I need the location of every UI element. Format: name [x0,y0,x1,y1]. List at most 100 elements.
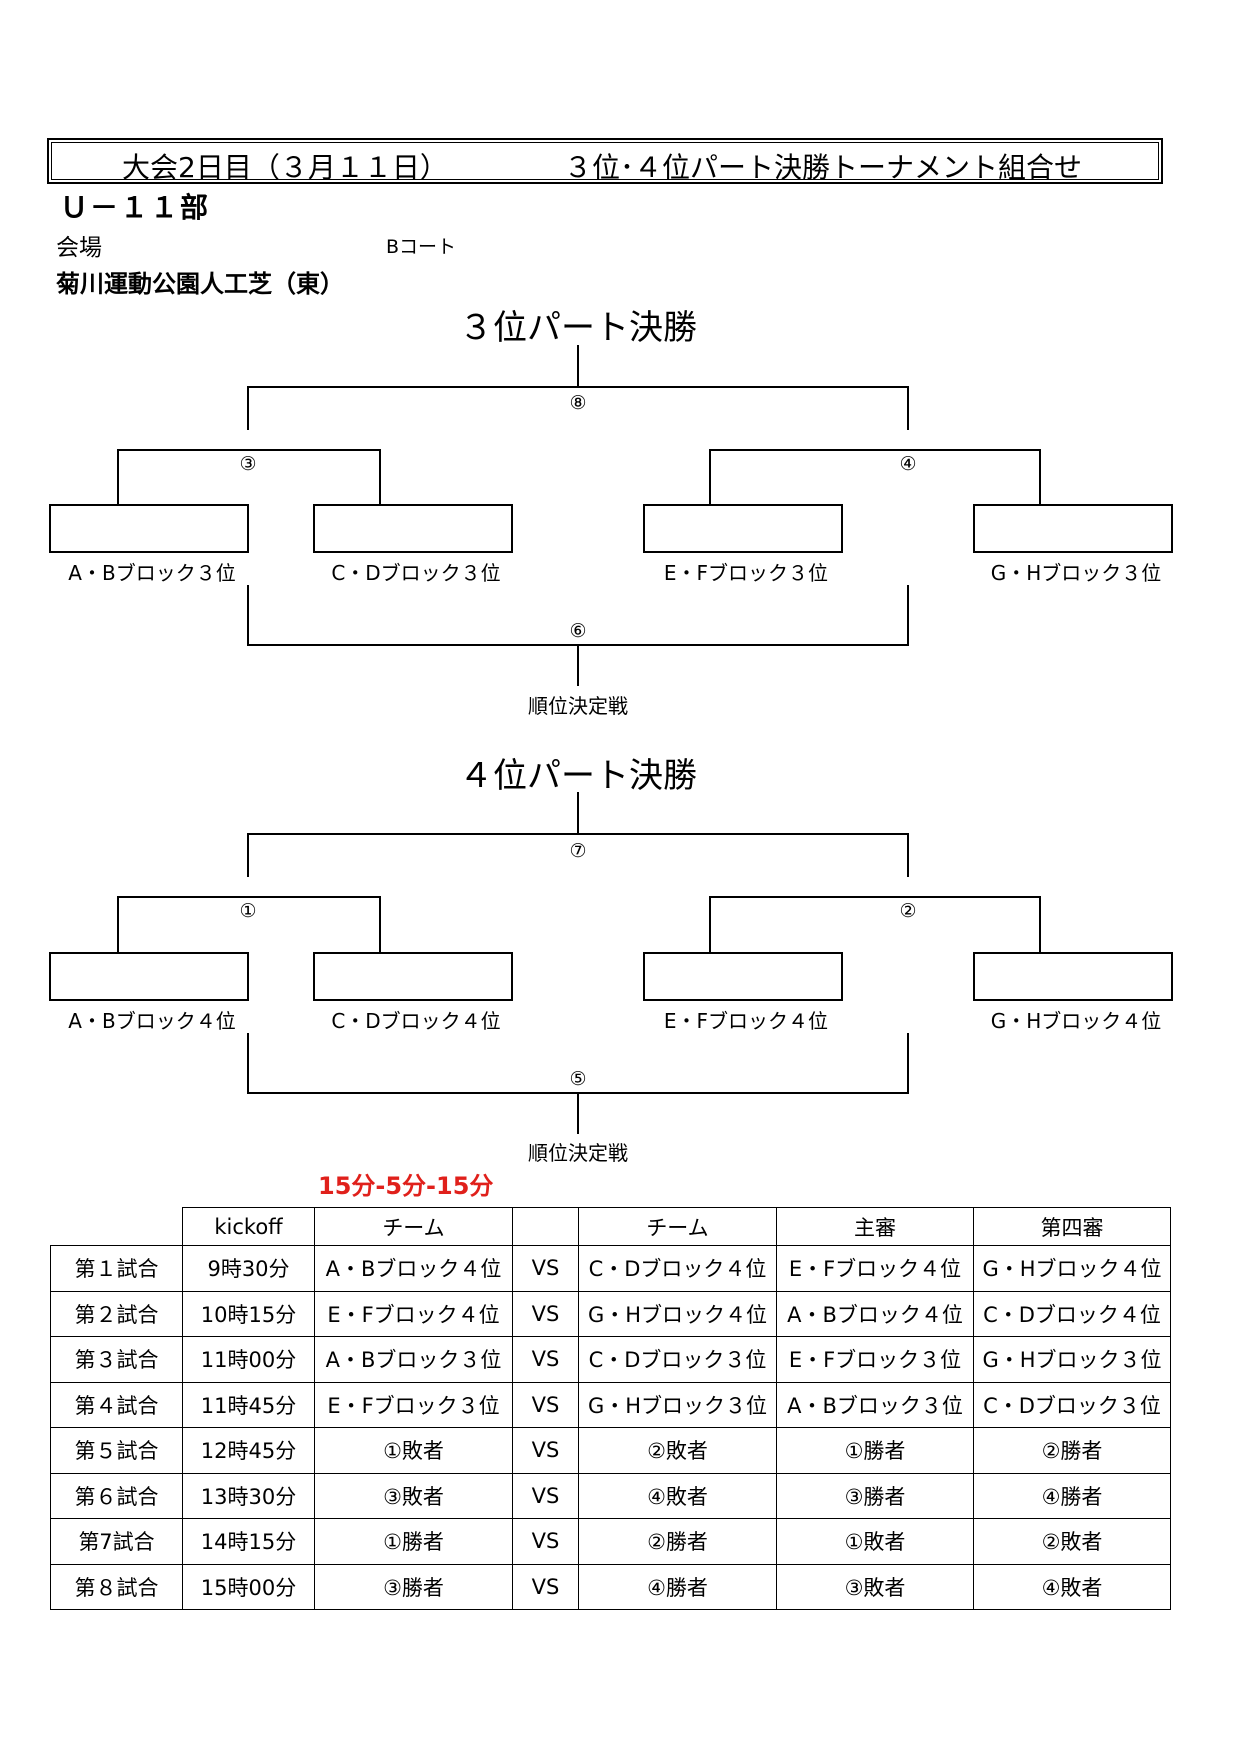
fourth-official-team-cell: ②敗者 [973,1518,1171,1565]
header-cell: チーム [578,1207,777,1246]
placement-match-label: 順位決定戦 [528,694,628,718]
match-label-cell: 第６試合 [50,1472,183,1519]
team-box [313,952,513,1001]
vs-label-cell: VS [512,1472,579,1519]
header-cell: 主審 [776,1207,974,1246]
referee-team-cell: A・Bブロック４位 [776,1290,974,1337]
vs-label-cell: VS [512,1518,579,1565]
referee-team-cell: ①敗者 [776,1518,974,1565]
kickoff-time-cell: 15時00分 [182,1563,315,1610]
team-box [49,952,249,1001]
team-label: E・Fブロック３位 [663,561,829,585]
team-box [313,504,513,553]
fourth-official-team-cell: G・Hブロック３位 [973,1336,1171,1383]
match-label-cell: 第7試合 [50,1518,183,1565]
vs-label-cell: VS [512,1290,579,1337]
bracket-3-lines [49,345,1173,686]
away-team-cell: C・Dブロック３位 [578,1336,777,1383]
bracket-4-lines [49,792,1173,1134]
kickoff-time-cell: 12時45分 [182,1427,315,1474]
referee-team-cell: E・Fブロック３位 [776,1336,974,1383]
team-box [973,952,1173,1001]
vs-label-cell: VS [512,1563,579,1610]
referee-team-cell: A・Bブロック３位 [776,1381,974,1428]
away-team-cell: ④敗者 [578,1472,777,1519]
referee-team-cell: ③勝者 [776,1472,974,1519]
match-label-cell: 第８試合 [50,1563,183,1610]
title-heading: ３位･４位パート決勝トーナメント組合せ [564,151,1083,184]
team-label: A・Bブロック３位 [68,561,236,585]
table-header-row: kickoff チーム チーム 主審 第四審 [50,1207,1171,1246]
team-label: G・Hブロック４位 [990,1009,1162,1033]
away-team-cell: G・Hブロック４位 [578,1290,777,1337]
bracket-3-title: ３位パート決勝 [459,308,697,348]
match-number: ⑤ [558,1068,598,1090]
match-label-cell: 第５試合 [50,1427,183,1474]
header-cell: kickoff [182,1207,315,1246]
team-label: E・Fブロック４位 [663,1009,829,1033]
home-team-cell: A・Bブロック４位 [314,1245,513,1292]
header-cell [512,1207,579,1246]
home-team-cell: ③勝者 [314,1563,513,1610]
kickoff-time-cell: 9時30分 [182,1245,315,1292]
match-label-cell: 第２試合 [50,1290,183,1337]
title-inner-border: 大会2日目（３月１１日） ３位･４位パート決勝トーナメント組合せ [51,142,1159,184]
away-team-cell: ④勝者 [578,1563,777,1610]
home-team-cell: ①勝者 [314,1518,513,1565]
match-number: ② [888,900,928,922]
home-team-cell: E・Fブロック４位 [314,1290,513,1337]
away-team-cell: ②敗者 [578,1427,777,1474]
home-team-cell: ③敗者 [314,1472,513,1519]
team-label: A・Bブロック４位 [68,1009,236,1033]
match-format-note: 15分-5分-15分 [318,1172,494,1200]
venue-name: 菊川運動公園人工芝（東） [56,270,344,298]
home-team-cell: ①敗者 [314,1427,513,1474]
match-number: ① [228,900,268,922]
away-team-cell: C・Dブロック４位 [578,1245,777,1292]
match-number: ⑥ [558,620,598,642]
match-label-cell: 第４試合 [50,1381,183,1428]
away-team-cell: G・Hブロック３位 [578,1381,777,1428]
bracket-4-title: ４位パート決勝 [459,756,697,796]
team-box [643,504,843,553]
team-box [973,504,1173,553]
venue-label: 会場 [56,235,102,261]
team-label: G・Hブロック３位 [990,561,1162,585]
vs-label-cell: VS [512,1336,579,1383]
placement-match-label: 順位決定戦 [528,1141,628,1165]
header-cell [50,1207,183,1246]
fourth-official-team-cell: C・Dブロック４位 [973,1290,1171,1337]
kickoff-time-cell: 10時15分 [182,1290,315,1337]
match-label-cell: 第３試合 [50,1336,183,1383]
match-number: ⑧ [558,392,598,414]
match-number: ④ [888,453,928,475]
referee-team-cell: E・Fブロック４位 [776,1245,974,1292]
kickoff-time-cell: 11時45分 [182,1381,315,1428]
match-number: ⑦ [558,840,598,862]
vs-label-cell: VS [512,1245,579,1292]
home-team-cell: A・Bブロック３位 [314,1336,513,1383]
division-label: Ｕ－１１部 [60,191,211,224]
team-label: C・Dブロック３位 [331,561,501,585]
fourth-official-team-cell: ④敗者 [973,1563,1171,1610]
fourth-official-team-cell: G・Hブロック４位 [973,1245,1171,1292]
vs-label-cell: VS [512,1381,579,1428]
referee-team-cell: ①勝者 [776,1427,974,1474]
title-box: 大会2日目（３月１１日） ３位･４位パート決勝トーナメント組合せ [47,138,1163,184]
header-cell: 第四審 [973,1207,1171,1246]
court-label: Bコート [386,236,457,258]
team-box [49,504,249,553]
fourth-official-team-cell: ④勝者 [973,1472,1171,1519]
team-box [643,952,843,1001]
fourth-official-team-cell: C・Dブロック３位 [973,1381,1171,1428]
kickoff-time-cell: 13時30分 [182,1472,315,1519]
